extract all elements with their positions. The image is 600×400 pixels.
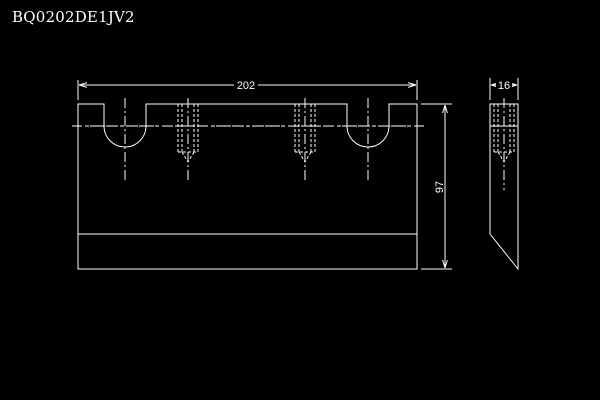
- drawing-title: BQ0202DE1JV2: [12, 8, 135, 26]
- length-dimension-text: 202: [237, 80, 255, 92]
- side-view-outline: [489, 103, 519, 271]
- front-view-outline: [77, 103, 418, 270]
- thickness-dimension-text: 16: [498, 80, 510, 92]
- height-dimension-text: 97: [434, 181, 446, 193]
- threaded-hole-right: [294, 104, 316, 163]
